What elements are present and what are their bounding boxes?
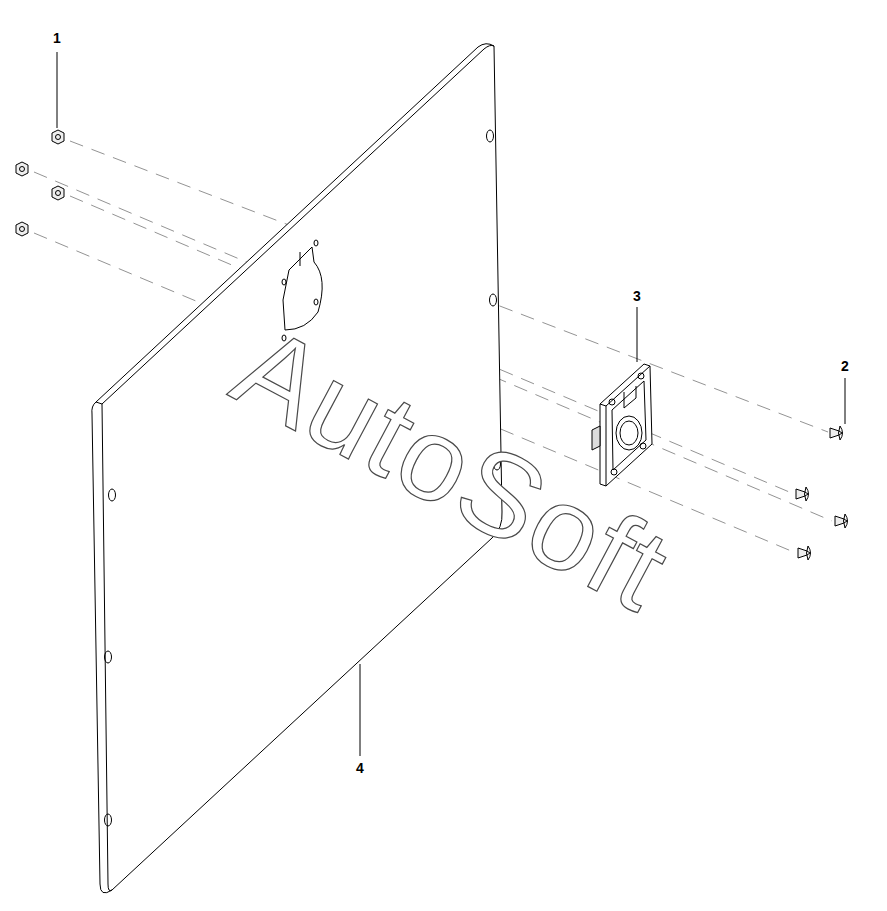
callout-number: 2 [841, 358, 849, 374]
nut [16, 130, 64, 236]
callout-number: 3 [633, 288, 641, 304]
callout-number: 1 [53, 30, 61, 46]
leader-line [57, 52, 845, 756]
flush-latch [592, 364, 652, 486]
callout-number: 4 [356, 760, 364, 776]
screw [796, 426, 848, 560]
